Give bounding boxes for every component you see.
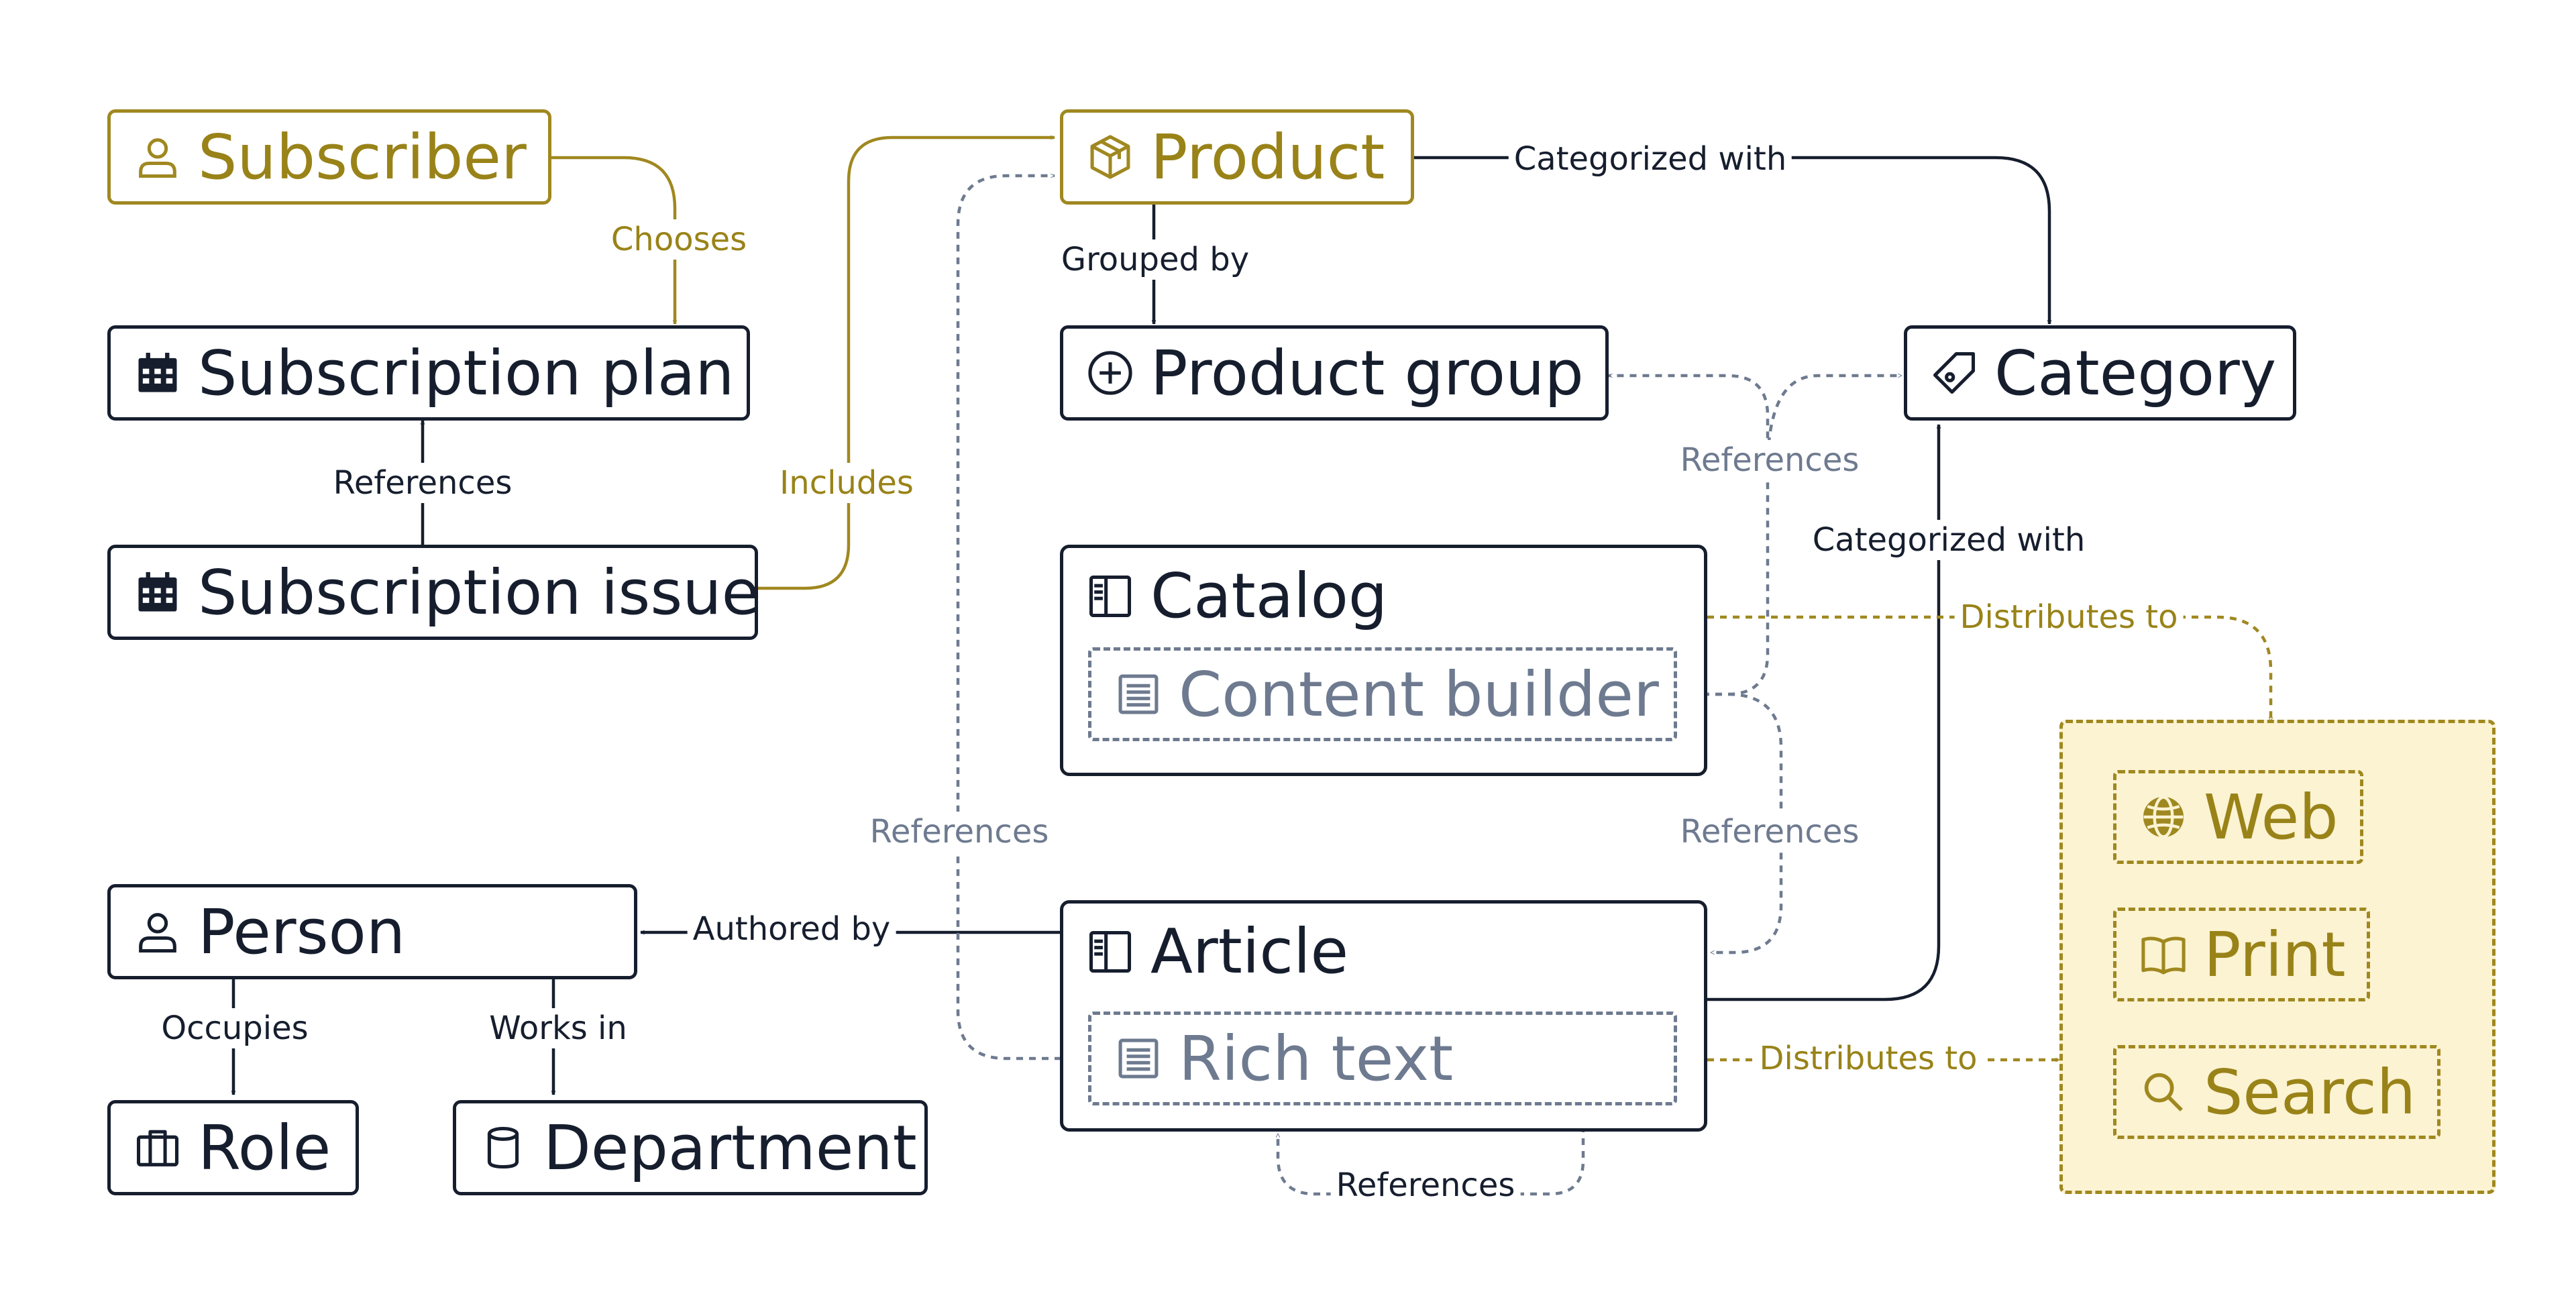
edge-label-references-article: References bbox=[1674, 812, 1865, 852]
edge-label-distributes-article: Distributes to bbox=[1754, 1038, 1983, 1079]
edge-categorized-article bbox=[1707, 425, 1939, 1001]
article-title: Article bbox=[1085, 916, 1348, 987]
subscriber-label: Subscriber bbox=[198, 121, 527, 193]
search-node[interactable]: Search bbox=[2113, 1045, 2440, 1139]
edge-label-includes: Includes bbox=[774, 463, 919, 503]
cube-icon bbox=[1085, 131, 1136, 182]
edge-label-distributes-catalog: Distributes to bbox=[1954, 597, 2184, 637]
edge-label-grouped-by: Grouped by bbox=[1055, 239, 1255, 280]
person-icon bbox=[132, 131, 183, 182]
catalog-title: Catalog bbox=[1085, 560, 1387, 632]
edge-label-categorized-article: Categorized with bbox=[1807, 520, 2091, 560]
subscriber-node[interactable]: Subscriber bbox=[107, 109, 551, 205]
edge-references-group bbox=[1609, 376, 1770, 696]
edge-label-categorized-product: Categorized with bbox=[1508, 139, 1792, 179]
edge-label-occupies: Occupies bbox=[156, 1008, 314, 1048]
print-label: Print bbox=[2204, 918, 2346, 991]
blocks-icon bbox=[1113, 669, 1164, 720]
role-label: Role bbox=[198, 1111, 331, 1184]
edge-label-references-product: References bbox=[864, 812, 1055, 852]
edge-chooses bbox=[551, 156, 675, 324]
edge-label-chooses: Chooses bbox=[605, 219, 753, 260]
edge-label-references-group-category: References bbox=[1674, 440, 1865, 480]
plus-circle-icon bbox=[1085, 347, 1136, 398]
category-label: Category bbox=[1994, 337, 2277, 409]
edge-categorized-product bbox=[1414, 156, 2049, 324]
briefcase-icon bbox=[132, 1122, 183, 1173]
edge-label-works-in: Works in bbox=[484, 1008, 633, 1048]
calendar-icon bbox=[132, 567, 183, 618]
search-icon bbox=[2138, 1067, 2189, 1118]
content-builder-label: Content builder bbox=[1179, 658, 1659, 730]
product-group-node[interactable]: Product group bbox=[1060, 325, 1609, 421]
edge-distributes-catalog bbox=[1707, 615, 2271, 721]
person-label: Person bbox=[198, 895, 406, 968]
edge-references-article bbox=[1677, 692, 1783, 952]
calendar-icon bbox=[132, 347, 183, 398]
department-label: Department bbox=[543, 1111, 917, 1184]
print-node[interactable]: Print bbox=[2113, 908, 2370, 1001]
web-node[interactable]: Web bbox=[2113, 770, 2363, 864]
edge-label-references-plan: References bbox=[327, 463, 518, 503]
edge-includes bbox=[758, 138, 1055, 590]
edge-references-product bbox=[956, 176, 1087, 1060]
blocks-icon bbox=[1113, 1033, 1164, 1084]
subscription-plan-label: Subscription plan bbox=[198, 337, 735, 409]
tag-icon bbox=[1929, 347, 1980, 398]
product-node[interactable]: Product bbox=[1060, 109, 1414, 205]
rich-text-node[interactable]: Rich text bbox=[1088, 1012, 1677, 1105]
database-icon bbox=[478, 1122, 529, 1173]
rich-text-label: Rich text bbox=[1179, 1022, 1454, 1095]
product-label: Product bbox=[1150, 121, 1385, 193]
edge-label-authored-by: Authored by bbox=[687, 909, 896, 949]
content-builder-node[interactable]: Content builder bbox=[1088, 647, 1677, 741]
web-label: Web bbox=[2204, 781, 2339, 853]
subscription-plan-node[interactable]: Subscription plan bbox=[107, 325, 750, 421]
subscription-issue-node[interactable]: Subscription issue bbox=[107, 545, 760, 640]
search-label: Search bbox=[2204, 1056, 2416, 1128]
category-node[interactable]: Category bbox=[1904, 325, 2296, 421]
subscription-issue-label: Subscription issue bbox=[198, 556, 760, 629]
article-label: Article bbox=[1150, 916, 1349, 987]
department-node[interactable]: Department bbox=[453, 1100, 928, 1195]
book-icon bbox=[2138, 929, 2189, 980]
product-group-label: Product group bbox=[1150, 337, 1584, 409]
role-node[interactable]: Role bbox=[107, 1100, 359, 1195]
layout-icon bbox=[1085, 926, 1136, 977]
globe-icon bbox=[2138, 792, 2189, 842]
person-icon bbox=[132, 906, 183, 957]
layout-icon bbox=[1085, 571, 1136, 622]
catalog-label: Catalog bbox=[1150, 560, 1388, 632]
person-node[interactable]: Person bbox=[107, 884, 637, 979]
edge-label-references-self: References bbox=[1330, 1165, 1521, 1205]
